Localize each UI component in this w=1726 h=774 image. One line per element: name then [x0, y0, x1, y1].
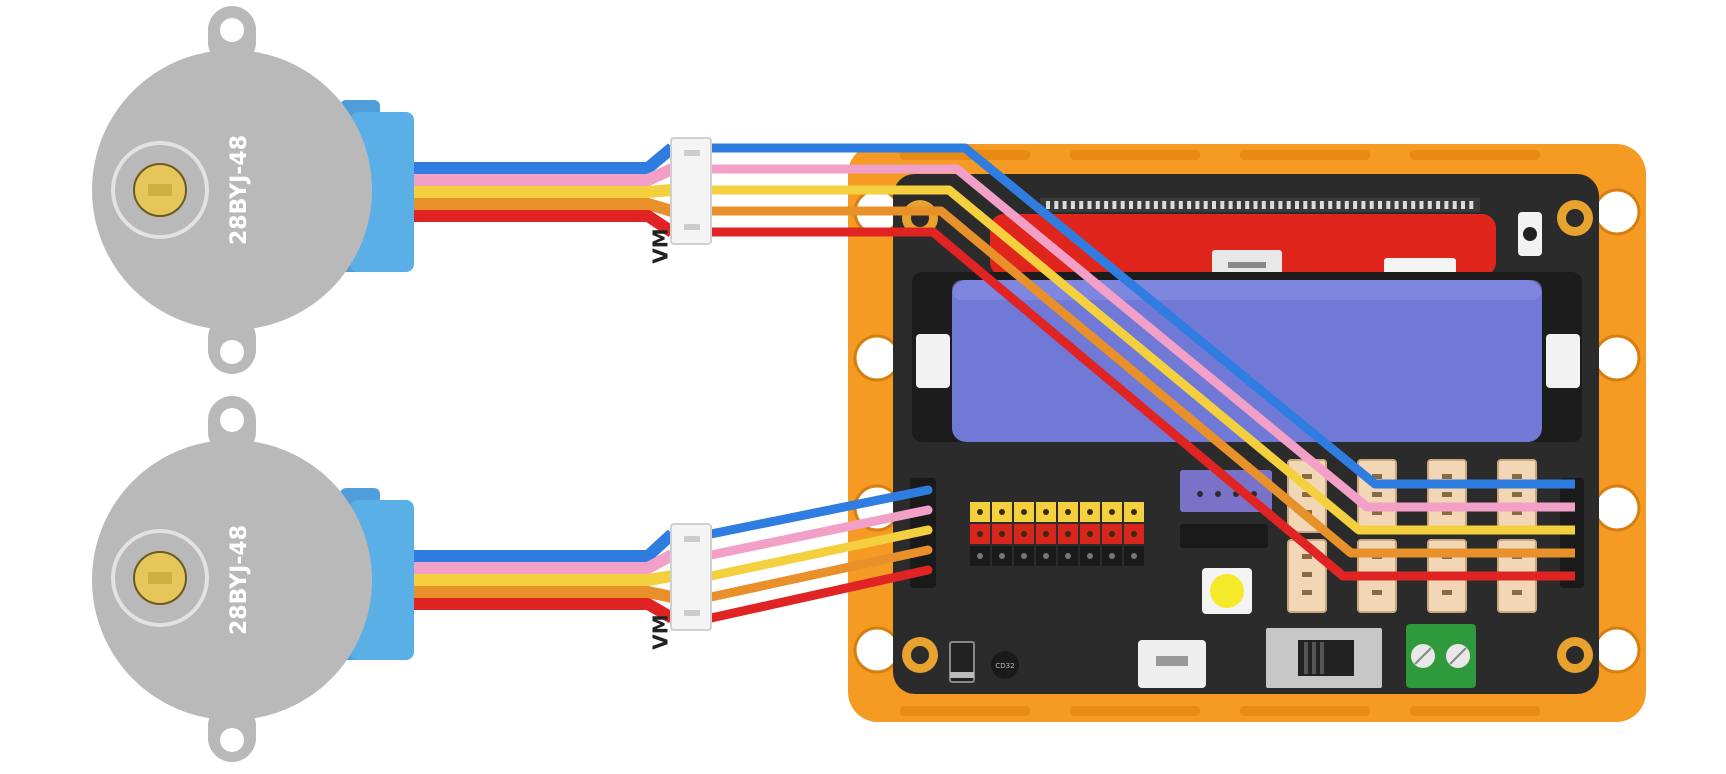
connector-housing	[670, 137, 712, 245]
led-light-icon	[1210, 574, 1244, 608]
stepper-motor-bottom: 28BYJ-48	[92, 396, 414, 762]
power-terminal	[1406, 624, 1476, 688]
connector-label: VM	[649, 228, 673, 263]
stepper-motor-top: 28BYJ-48	[92, 6, 414, 374]
motor-connector-top: VM	[649, 137, 712, 264]
motor-connector-bottom: VM	[649, 523, 712, 650]
wire-harness	[414, 143, 1575, 624]
grove-header	[1180, 524, 1268, 548]
shaft-ring	[111, 141, 209, 239]
motor-model-label: 28BYJ-48	[227, 135, 252, 245]
connector-label: VM	[649, 614, 673, 649]
battery-cell	[952, 280, 1542, 442]
battery-contact-right	[1546, 334, 1580, 388]
chip-label: CD32	[995, 662, 1014, 670]
battery-contact-left	[916, 334, 950, 388]
servo-pin-header	[970, 502, 1144, 566]
microbit-slot	[990, 214, 1496, 276]
motor-body	[92, 440, 372, 720]
motor-model-label: 28BYJ-48	[227, 525, 252, 635]
connector-housing	[670, 523, 712, 631]
chip	[991, 651, 1019, 679]
shaft-ring	[111, 529, 209, 627]
motor-body	[92, 50, 372, 330]
pin-header-pins	[1046, 201, 1474, 209]
frame-ridges	[900, 150, 1540, 716]
